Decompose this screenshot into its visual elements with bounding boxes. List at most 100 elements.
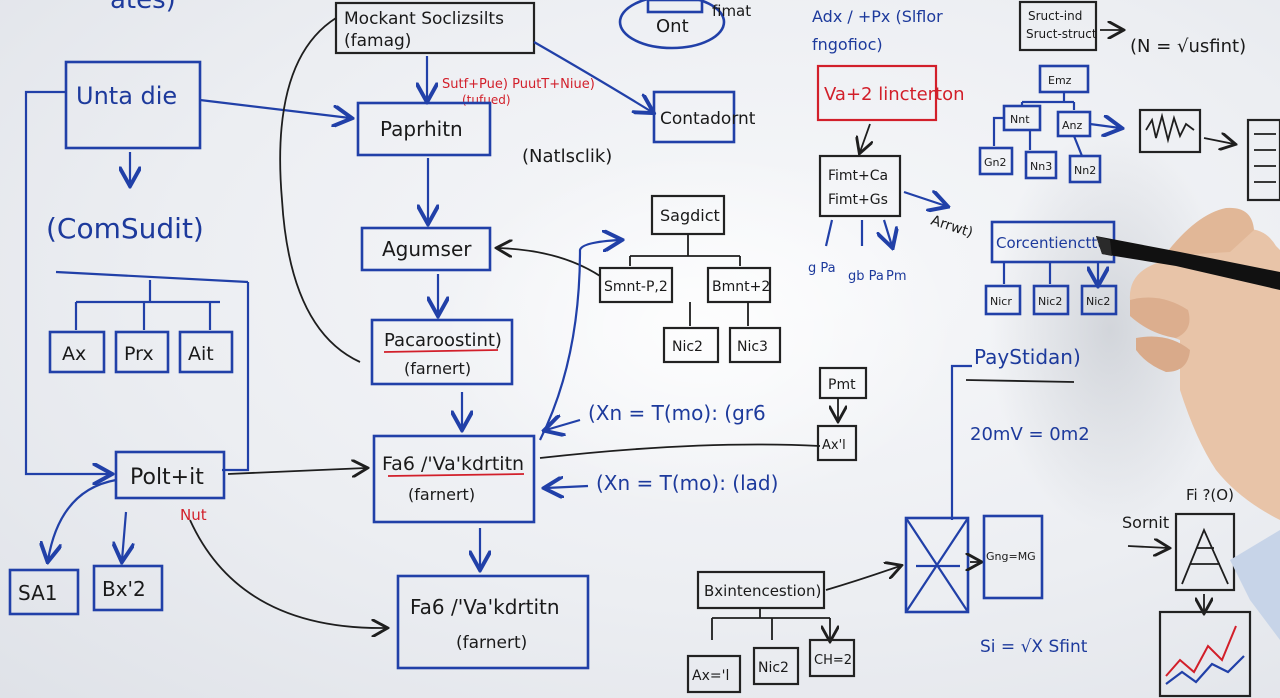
waveform-arrow [1203,138,1234,144]
xn2-arrow [546,486,589,488]
ch2-label: CH=2 [814,653,852,668]
va-down-arrow [860,123,870,152]
bxinten-box [696,570,826,610]
nnt-label: Nnt [1010,113,1030,126]
top-left-fragment: ates) [110,0,176,15]
nic2-r1-box [1032,284,1070,316]
nn3-label: Nn3 [1030,160,1052,173]
smnt-box [598,266,674,304]
bmnt-label: Bmnt+2 [712,279,770,295]
ax-box [48,330,106,374]
pmt-label: Pmt [828,377,856,393]
struct-label-2: Sruct-struct [1026,27,1097,41]
paystidan-bracket [950,364,972,520]
nn2-label: Nn2 [1074,164,1096,177]
bx2-box [92,564,164,612]
paprhitn-label: Paprhitn [380,117,463,141]
pacaroostint-label: Pacaroostint) [384,330,502,351]
ax-label: Ax [62,343,86,365]
struct-label-1: Sruct-ind [1028,9,1082,23]
fimt-label-1: Fimt+Ca [828,168,888,184]
sagdict-label: Sagdict [660,206,720,225]
ont-label: Ont [656,16,689,37]
nic2-mid-box [662,326,720,364]
nn2-box [1068,154,1102,184]
ait-box [178,330,234,374]
sa1-box [8,568,80,616]
contadornt-box [652,90,736,144]
contadornt-label: Contadornt [660,109,756,129]
polt-to-fa2-arrow [189,519,386,628]
nic2b-label: Nic2 [758,660,789,676]
emz-label: Emz [1048,74,1072,87]
anz-label: Anz [1062,119,1082,132]
comsudit-tree-lines [55,270,250,472]
comsudit-label: (ComSudit) [46,212,204,245]
polt-label: Polt+it [130,465,204,490]
emz-sub-lines [992,116,1084,157]
fngofioc-label: fngofioc) [812,35,883,54]
fimt-label-2: Fimt+Gs [828,192,888,208]
waveform-box [1138,108,1202,154]
paystidan-underline [965,379,1075,383]
paystidan-label: PayStidan) [974,345,1081,369]
ont-inner-box [646,0,704,14]
xn1-arrow [546,420,581,430]
gng-label: Gng=MG [986,550,1036,563]
bxinten-label: Bxintencestion) [704,582,821,600]
nic2b-box [752,646,800,686]
corcent-label: Corcentiencttun [996,234,1116,252]
pacaroostint-underline [383,349,499,353]
gpa-label-2: gb Pa [848,269,884,284]
va-lincterton-box [816,64,938,122]
bxinten-to-cross-arrow [825,566,900,591]
chart-red-line [1165,625,1237,677]
gn2-box [978,146,1014,176]
chart-blue-line [1165,655,1245,685]
pmt-box [818,366,868,400]
va-lincterton-label: Va+2 lincterton [824,84,965,105]
pacaroostint-sub-label: (farnert) [404,359,471,378]
hand-with-marker [1096,207,1280,640]
nut-label: Nut [180,506,207,524]
fa-box-1-sub-label: (farnert) [408,485,475,504]
right-edge-box [1246,118,1280,202]
nic2-r1-label: Nic2 [1038,295,1062,308]
anz-right-arrow [1089,124,1120,128]
waveform-line [1145,112,1195,144]
bxinten-tree-lines [711,608,830,640]
right-edge-lines [1254,133,1276,183]
nicr-box [984,284,1022,316]
nic2-r2-box [1080,284,1118,316]
cross-box-lines [905,517,969,613]
bx2-label: Bx'2 [102,577,146,601]
xn-formula-1: (Xn = T(mo): (gr6 [588,401,766,425]
bmnt-box [706,266,772,304]
fa-box-2-sub-label: (farnert) [456,633,527,653]
nicr-label: Nicr [990,295,1012,308]
fimt-box [818,154,902,218]
prx-box [114,330,170,374]
arrwt-label: Arrwt) [929,213,975,242]
gpa-label-1: g Pa [808,261,836,276]
fa-box-1-underline [387,473,525,477]
unta-die-box [64,60,202,150]
unta-die-label: Unta die [76,82,177,110]
adx-formula: Adx / +Px (Slflor [812,7,943,26]
sa1-label: SA1 [18,581,57,605]
polt-to-bx2-arrow [122,511,126,560]
emz-tree-lines [1020,92,1076,110]
agumser-label: Agumser [382,237,472,261]
ax1b-box [686,654,742,694]
fa-box-2-label: Fa6 /'Va'kdrtitn [410,595,560,619]
fimat-label: fimat [712,2,751,20]
prx-label: Prx [124,343,154,365]
fa-to-sagdict-arrow [539,240,620,441]
fimt-to-arrwt-arrow [903,192,946,206]
polt-to-fa-arrow [227,468,366,474]
sornit-label: Sornit [1122,513,1169,532]
ont-ellipse [618,0,726,50]
nic2-r2-label: Nic2 [1086,295,1110,308]
gn2-label: Gn2 [984,156,1007,169]
